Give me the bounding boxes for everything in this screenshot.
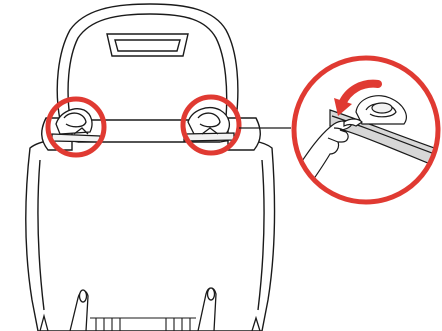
- left-guide-clip: [55, 108, 93, 135]
- direction-arrow-icon: [334, 79, 382, 116]
- seat-base-stripes: [90, 317, 196, 331]
- seat-body-outline: [25, 139, 276, 331]
- seat-body-inner: [37, 159, 45, 311]
- left-belt-guide: [51, 108, 101, 143]
- seat-body: [25, 139, 276, 331]
- carry-handle: [106, 33, 189, 57]
- right-strap: [183, 132, 235, 142]
- seat-back-inner-edge: [67, 13, 228, 119]
- lower-harness: [39, 287, 261, 331]
- right-guide-clip: [187, 107, 231, 135]
- seat-back: [56, 3, 239, 121]
- detail-inset-ring: [291, 55, 441, 205]
- left-strap: [51, 133, 101, 143]
- right-guide-hook: [197, 112, 221, 128]
- left-guide-hook: [63, 112, 87, 128]
- left-guide-highlight-ring: [45, 96, 107, 158]
- seat-back-outline: [56, 3, 239, 121]
- right-guide-highlight-ring: [180, 94, 242, 156]
